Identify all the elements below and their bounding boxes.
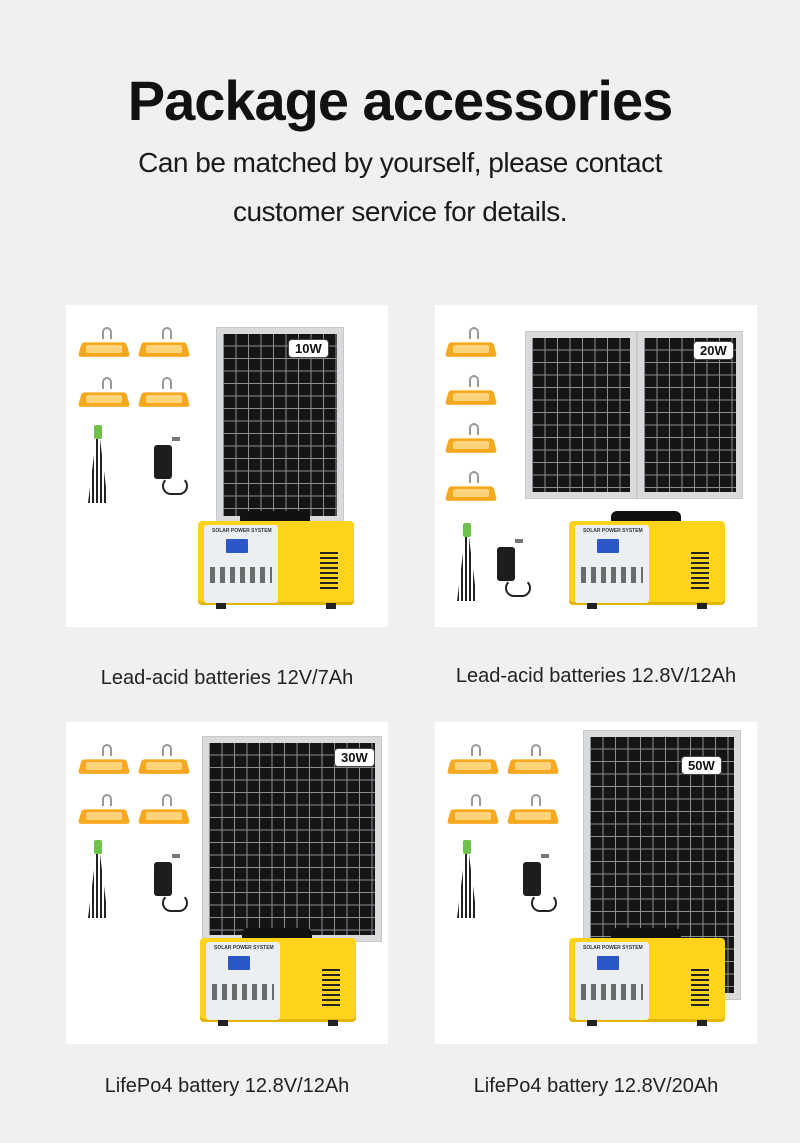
lamp-icon [444, 471, 499, 511]
lamp-icon [77, 794, 132, 834]
power-station: SOLAR POWER SYSTEM [198, 511, 354, 609]
product-card-20w: 20W SOLAR POWER SYSTEM [435, 305, 757, 627]
panel-watt-badge: 50W [681, 756, 722, 775]
lamp-icon [444, 327, 499, 367]
page-title: Package accessories [127, 69, 674, 132]
cable-icon [86, 425, 110, 505]
lamp-icon [77, 327, 132, 367]
panel-watt-badge: 20W [693, 341, 734, 360]
card-caption: Lead-acid batteries 12.8V/12Ah [455, 665, 737, 687]
power-station: SOLAR POWER SYSTEM [569, 511, 725, 609]
lamp-icon [444, 375, 499, 415]
lamp-icon [137, 327, 192, 367]
page-subtitle-line1: Can be matched by yourself, please conta… [138, 147, 662, 178]
card-caption: LifePo4 battery 12.8V/12Ah [104, 1075, 350, 1097]
charger-icon [489, 535, 531, 597]
charger-icon [515, 850, 557, 912]
cable-icon [86, 840, 110, 920]
lamp-icon [137, 744, 192, 784]
lamp-icon [137, 794, 192, 834]
lamp-icon [77, 377, 132, 417]
panel-watt-badge: 10W [288, 339, 329, 358]
cable-icon [455, 523, 479, 603]
lamp-icon [506, 794, 561, 834]
charger-icon [146, 433, 188, 495]
product-card-10w: 10W SOLAR POWER SYSTEM [66, 305, 388, 627]
lamp-icon [446, 794, 501, 834]
card-caption: Lead-acid batteries 12V/7Ah [100, 667, 354, 689]
power-station: SOLAR POWER SYSTEM [200, 928, 356, 1026]
card-caption: LifePo4 battery 12.8V/20Ah [473, 1075, 719, 1097]
product-card-50w: 50W SOLAR POWER SYSTEM [435, 722, 757, 1044]
power-station: SOLAR POWER SYSTEM [569, 928, 725, 1026]
solar-panel [202, 736, 382, 942]
solar-panel [525, 331, 637, 499]
page-subtitle-line2: customer service for details. [232, 196, 568, 227]
lamp-icon [77, 744, 132, 784]
lamp-icon [137, 377, 192, 417]
charger-icon [146, 850, 188, 912]
lamp-icon [446, 744, 501, 784]
solar-panel [216, 327, 344, 523]
lamp-icon [506, 744, 561, 784]
cable-icon [455, 840, 479, 920]
product-card-30w: 30W SOLAR POWER SYSTEM [66, 722, 388, 1044]
panel-watt-badge: 30W [334, 748, 375, 767]
lamp-icon [444, 423, 499, 463]
